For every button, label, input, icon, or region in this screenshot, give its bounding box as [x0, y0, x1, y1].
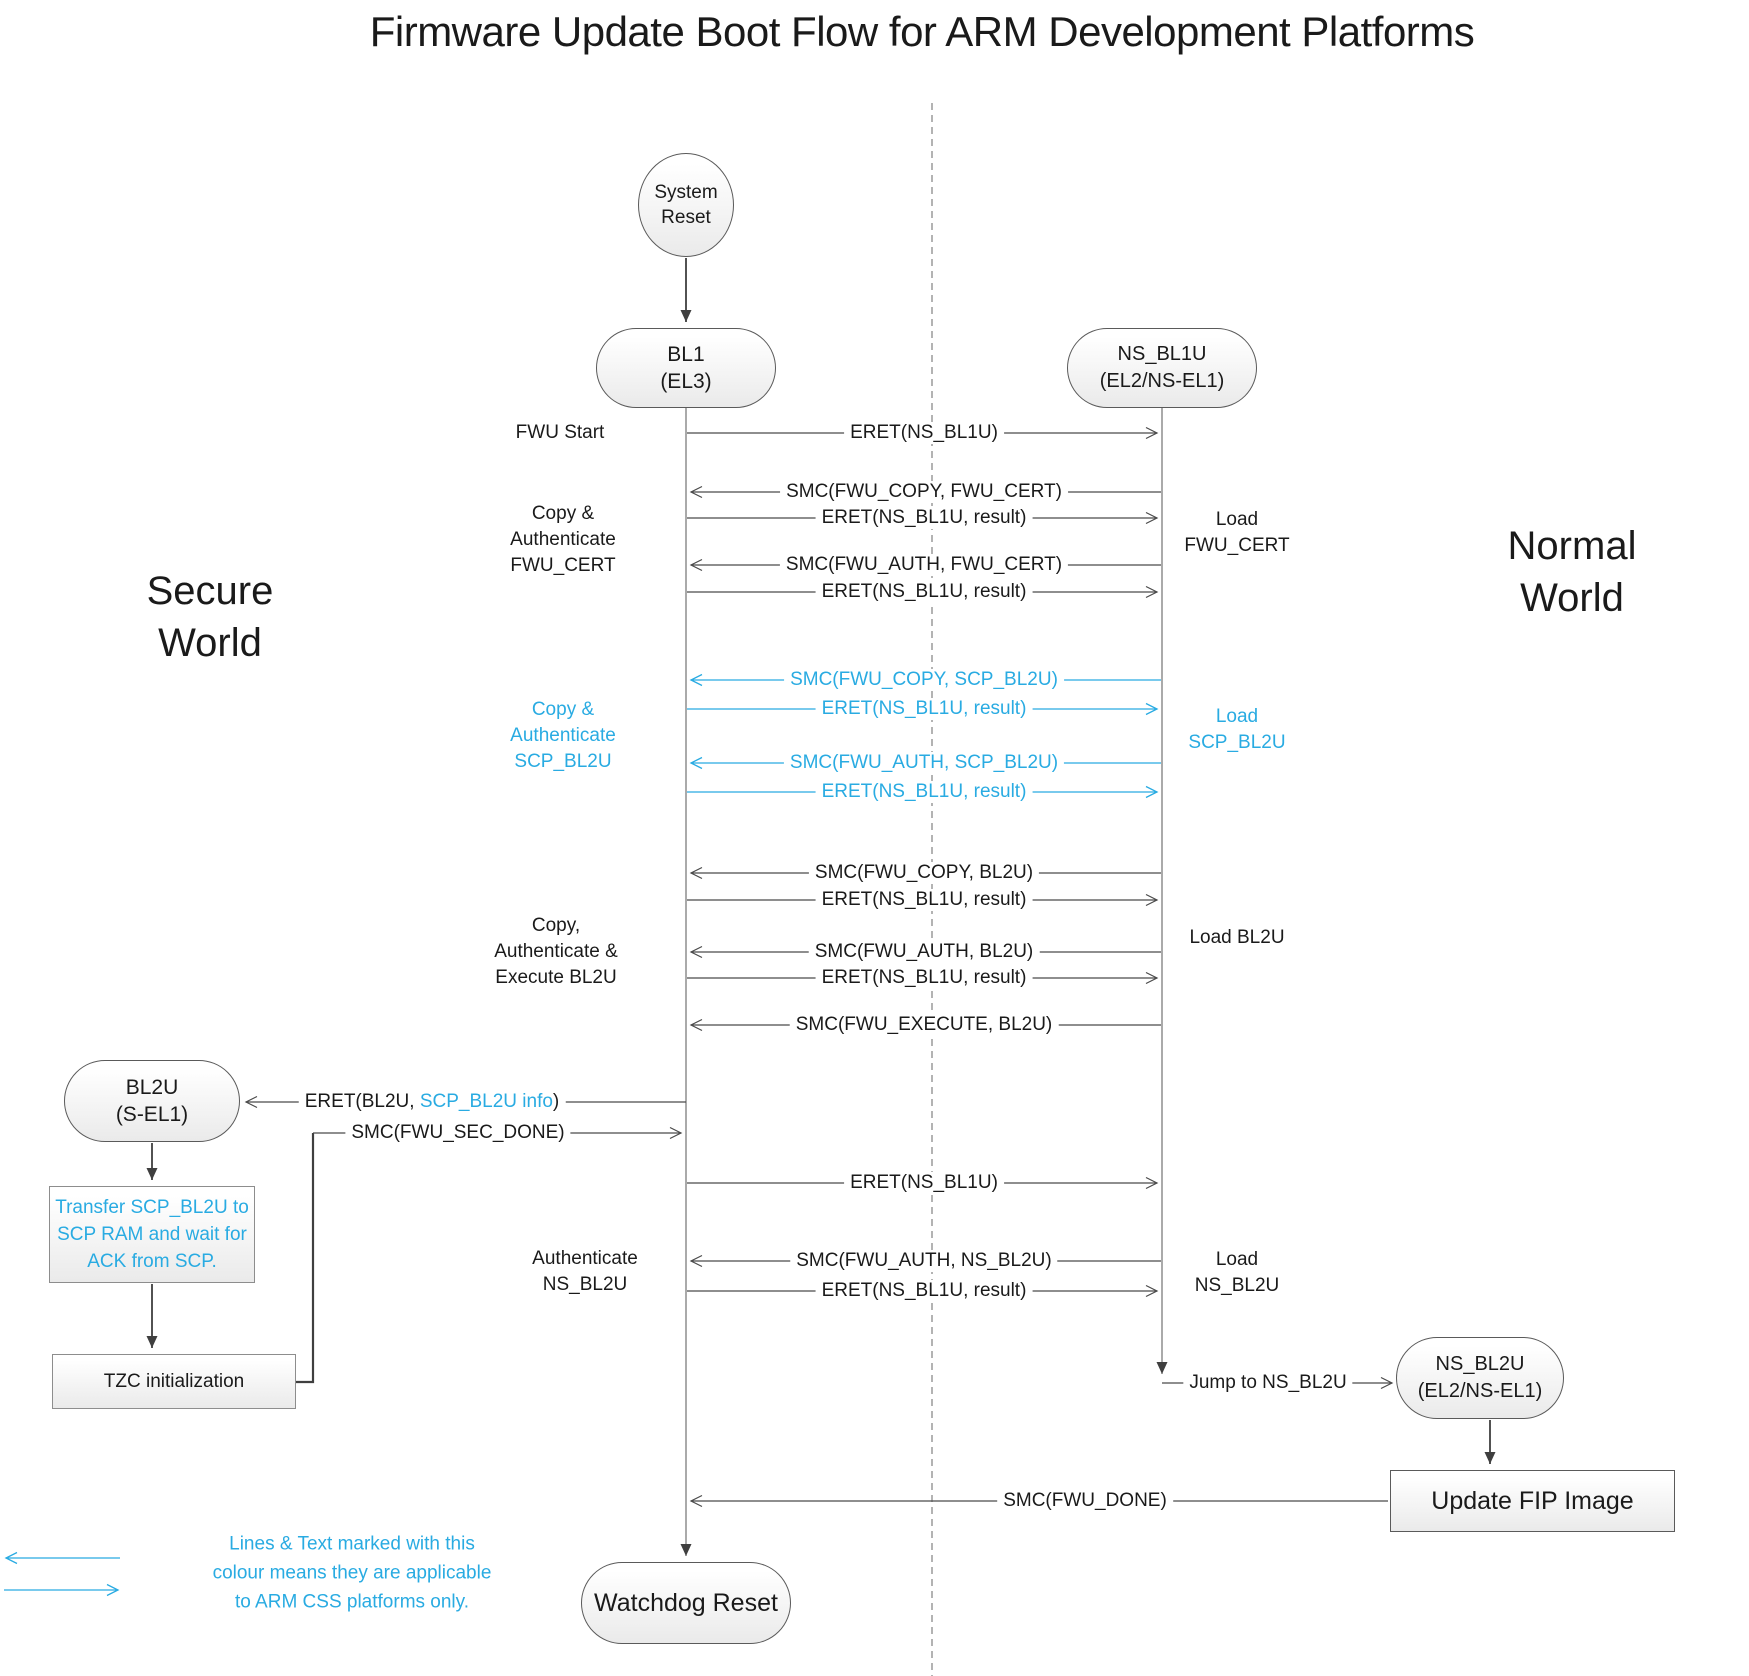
note-copy-auth-fwu-cert: Copy & Authenticate FWU_CERT — [510, 503, 616, 576]
node-ns-bl2u: NS_BL2U (EL2/NS-EL1) — [1396, 1337, 1564, 1419]
message-label-smc-copy-scp-bl2u: SMC(FWU_COPY, SCP_BL2U) — [784, 669, 1064, 691]
note-fwu-start: FWU Start — [515, 422, 605, 443]
elbow-tzc-to-smc-sec-done — [296, 1133, 315, 1384]
message-label-eret-result-4: ERET(NS_BL1U, result) — [815, 781, 1033, 803]
node-update-fip-image: Update FIP Image — [1390, 1470, 1675, 1532]
eret-bl2u-prefix: ERET(BL2U, — [304, 1091, 420, 1112]
eret-bl2u-highlight: SCP_BL2U info — [419, 1091, 553, 1112]
message-label-jump-to-ns-bl2u: Jump to NS_BL2U — [1183, 1372, 1353, 1394]
note-authenticate-ns-bl2u: Authenticate NS_BL2U — [532, 1248, 638, 1295]
message-label-smc-auth-scp-bl2u: SMC(FWU_AUTH, SCP_BL2U) — [783, 752, 1065, 774]
message-label-smc-execute-bl2u: SMC(FWU_EXECUTE, BL2U) — [789, 1014, 1059, 1036]
note-load-bl2u: Load BL2U — [1189, 927, 1285, 948]
message-label-eret-result-2: ERET(NS_BL1U, result) — [815, 581, 1033, 603]
message-label-smc-auth-bl2u: SMC(FWU_AUTH, BL2U) — [808, 941, 1040, 963]
message-label-eret-result-1: ERET(NS_BL1U, result) — [815, 507, 1033, 529]
message-label-eret-result-6: ERET(NS_BL1U, result) — [815, 967, 1033, 989]
message-label-smc-fwu-sec-done: SMC(FWU_SEC_DONE) — [345, 1122, 571, 1144]
eret-bl2u-suffix: ) — [552, 1091, 560, 1112]
message-label-smc-copy-bl2u: SMC(FWU_COPY, BL2U) — [808, 862, 1040, 884]
normal-world-label: Normal World — [1507, 524, 1637, 620]
node-system-reset: System Reset — [638, 153, 734, 257]
message-label-eret-ns-bl1u-2: ERET(NS_BL1U) — [844, 1172, 1004, 1194]
message-label-smc-auth-ns-bl2u: SMC(FWU_AUTH, NS_BL2U) — [790, 1250, 1058, 1272]
node-transfer-scp-bl2u: Transfer SCP_BL2U to SCP RAM and wait fo… — [49, 1186, 255, 1283]
node-ns-bl1u: NS_BL1U (EL2/NS-EL1) — [1067, 328, 1257, 408]
page-title: Firmware Update Boot Flow for ARM Develo… — [369, 8, 1475, 55]
note-copy-auth-exec-bl2u: Copy, Authenticate & Execute BL2U — [494, 915, 618, 988]
node-watchdog-reset: Watchdog Reset — [581, 1562, 791, 1644]
node-bl2u: BL2U (S-EL1) — [64, 1060, 240, 1142]
message-label-eret-bl2u: ERET(BL2U, SCP_BL2U info) — [298, 1091, 566, 1113]
message-label-eret-result-7: ERET(NS_BL1U, result) — [815, 1280, 1033, 1302]
legend-text: Lines & Text marked with this colour mea… — [212, 1533, 492, 1613]
message-label-smc-copy-fwu-cert: SMC(FWU_COPY, FWU_CERT) — [780, 481, 1068, 503]
message-label-eret-result-5: ERET(NS_BL1U, result) — [815, 889, 1033, 911]
message-label-eret-result-3: ERET(NS_BL1U, result) — [815, 698, 1033, 720]
node-bl1: BL1 (EL3) — [596, 328, 776, 408]
note-copy-auth-scp-bl2u: Copy & Authenticate SCP_BL2U — [510, 699, 616, 772]
note-load-fwu-cert: Load FWU_CERT — [1184, 509, 1290, 556]
message-label-smc-auth-fwu-cert: SMC(FWU_AUTH, FWU_CERT) — [779, 554, 1069, 576]
node-tzc-initialization: TZC initialization — [52, 1354, 296, 1409]
message-label-eret-ns-bl1u: ERET(NS_BL1U) — [844, 422, 1004, 444]
secure-world-label: Secure World — [146, 569, 274, 665]
message-label-smc-fwu-done: SMC(FWU_DONE) — [997, 1490, 1173, 1512]
note-load-scp-bl2u: Load SCP_BL2U — [1188, 706, 1286, 753]
note-load-ns-bl2u: Load NS_BL2U — [1194, 1249, 1280, 1296]
